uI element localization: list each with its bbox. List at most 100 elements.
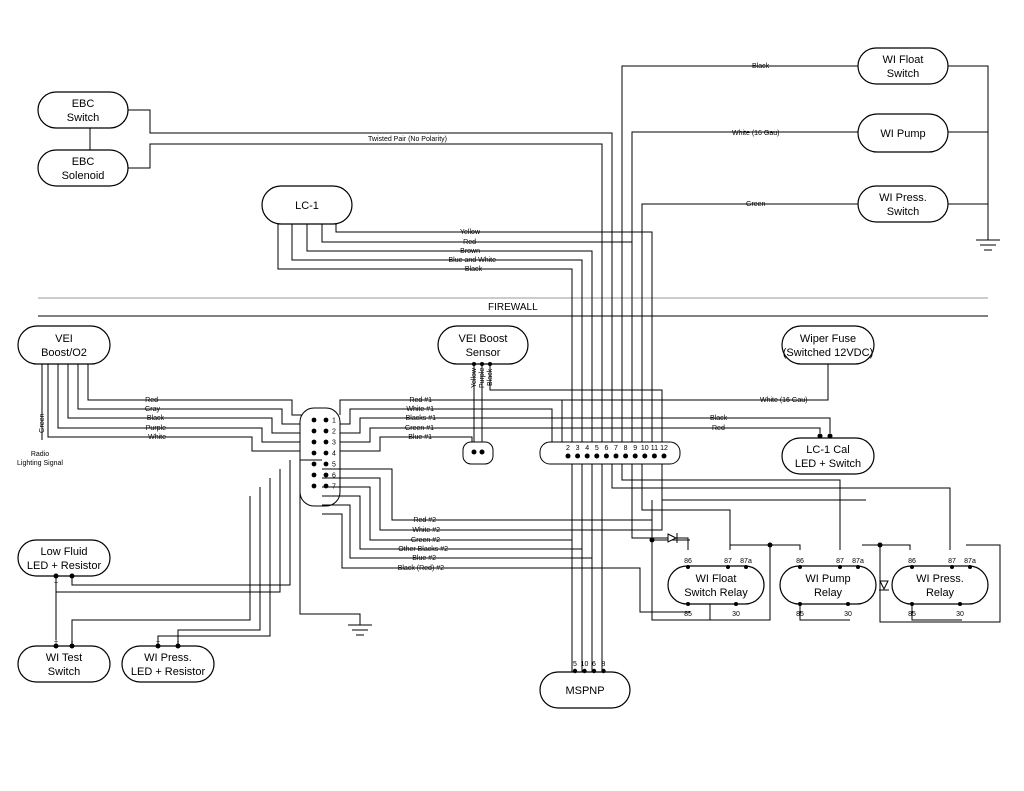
relay-pin-label: 85 — [796, 611, 804, 618]
mspnp-pin-label: 10 — [581, 661, 589, 668]
ebc-solenoid-line-1: EBC — [72, 156, 95, 168]
relay-pin-dot — [798, 602, 802, 606]
mspnp-pin-dot — [591, 668, 597, 674]
wi-press-led[interactable]: WI Press. LED + Resistor — [121, 645, 215, 683]
wire-labels: Black Twisted Pair (No Polarity) White (… — [17, 63, 807, 572]
connector-pin-dot — [613, 453, 619, 459]
relay-pin-label: 87 — [724, 558, 732, 565]
ebc-switch[interactable]: EBC Switch — [37, 91, 129, 129]
wire-label-black-top: Black — [752, 63, 770, 70]
mspnp-pin-label: 6 — [592, 661, 596, 668]
wire-label-brown: Brown — [460, 248, 480, 255]
connector-pin-dot — [603, 453, 609, 459]
wi-pump-relay-line-1: WI Pump — [805, 573, 850, 585]
vei-pin-number: 2 — [332, 429, 336, 436]
relay-pin-dot — [734, 602, 738, 606]
wire-label-black-lc1: Black — [465, 266, 483, 273]
wire-label-green2: Green #2 — [411, 537, 440, 544]
vei-boost-sensor[interactable]: VEI Boost Sensor — [437, 325, 529, 365]
relay-pin-label: 87a — [964, 558, 976, 565]
relay-pin-dot — [950, 565, 954, 569]
wi-test-switch[interactable]: WI Test Switch — [17, 645, 111, 683]
ebc-solenoid-line-2: Solenoid — [62, 170, 105, 182]
wiper-fuse-line-2: (Switched 12VDC) — [783, 347, 873, 359]
wi-press-relay-line-1: WI Press. — [916, 573, 964, 585]
wire-label-vei-black: Black — [147, 415, 165, 422]
wire-label-red: Red — [463, 239, 476, 246]
relay-pin-label: 87 — [836, 558, 844, 565]
wire-label-vei-gray: Gray — [145, 406, 161, 413]
connector-pin-label: 5 — [595, 445, 599, 452]
mspnp-pin-dot — [582, 668, 587, 674]
wire-label-red1: Red #1 — [409, 397, 432, 404]
relay-pin-label: 86 — [684, 558, 692, 565]
ebc-switch-line-1: EBC — [72, 98, 95, 110]
relay-pin-label: 86 — [908, 558, 916, 565]
relay-pin-dot — [838, 565, 842, 569]
wi-test-plus: + — [54, 639, 58, 646]
wi-press-led-line-1: WI Press. — [144, 652, 192, 664]
mspnp-pin-label: 5 — [573, 661, 577, 668]
relay-pin-label: 85 — [908, 611, 916, 618]
vei-pin-dot — [323, 450, 329, 456]
wi-press-switch[interactable]: WI Press. Switch — [857, 185, 949, 223]
wi-press-relay[interactable]: WI Press. Relay — [891, 565, 989, 605]
connector-pin-label: 9 — [633, 445, 637, 452]
connector-pin-dot — [594, 453, 600, 459]
vei-pin-dot — [311, 483, 317, 489]
wi-press-switch-line-1: WI Press. — [879, 192, 927, 204]
vei-boost-o2[interactable]: VEI Boost/O2 — [17, 325, 111, 365]
connector-pin-label: 7 — [614, 445, 618, 452]
wi-float-switch-line-2: Switch — [887, 68, 919, 80]
vei-pin-dot — [311, 417, 317, 423]
connector-pin-label: 11 — [651, 445, 658, 452]
vei-pin-dot — [323, 483, 329, 489]
wire-label-white-16-top: White (16 Gau) — [732, 130, 779, 137]
wire-label-twisted-pair: Twisted Pair (No Polarity) — [368, 136, 447, 143]
wi-pump-relay-line-2: Relay — [814, 587, 843, 599]
relay-pin-label: 30 — [732, 611, 740, 618]
wi-press-led-plus: + — [156, 639, 160, 646]
wi-float-switch-line-1: WI Float — [883, 54, 924, 66]
radio-signal-line-2: Lighting Signal — [17, 460, 63, 467]
relay-pin-dot — [846, 602, 850, 606]
lc1-cal-line-2: LED + Switch — [795, 458, 861, 470]
wi-float-switch[interactable]: WI Float Switch — [857, 47, 949, 85]
connector-pin-label: 10 — [641, 445, 649, 452]
wire-label-white2: White #2 — [412, 527, 440, 534]
connector-pin-dot — [661, 453, 667, 459]
relay-pin-label: 87a — [852, 558, 864, 565]
wire-label-blue1: Blue #1 — [408, 434, 432, 441]
low-fluid-led[interactable]: Low Fluid LED + Resistor — [17, 539, 111, 577]
lc1-controller[interactable]: LC-1 — [261, 185, 353, 225]
vei-boost-sensor-line-2: Sensor — [466, 347, 501, 359]
mspnp-pin-label: 8 — [602, 661, 606, 668]
wire-label-white-16-mid: White (16 Gau) — [760, 397, 807, 404]
vei-pin-dot — [311, 472, 317, 478]
wi-press-relay-line-2: Relay — [926, 587, 955, 599]
relay-pin-dot — [744, 565, 748, 569]
relay-pin-dot — [910, 602, 914, 606]
vei-pin-dot — [323, 417, 329, 423]
lc1-cal-led-switch[interactable]: LC-1 Cal LED + Switch — [781, 437, 875, 475]
wire-label-yellow: Yellow — [460, 229, 481, 236]
wiper-fuse[interactable]: Wiper Fuse (Switched 12VDC) — [781, 325, 875, 365]
wire-label-green-top: Green — [746, 201, 766, 208]
vei-pin-number: 6 — [332, 473, 336, 480]
vei-pin-dot — [323, 472, 329, 478]
connector-pin-dot — [632, 453, 638, 459]
relay-pin-label: 87 — [948, 558, 956, 565]
wire-label-green1: Green #1 — [405, 425, 434, 432]
connector-pin-label: 3 — [576, 445, 580, 452]
relay-pin-dot — [910, 565, 914, 569]
wi-float-switch-relay[interactable]: WI Float Switch Relay — [667, 565, 765, 605]
mspnp-ecu[interactable]: MSPNP — [539, 671, 631, 709]
lc1-cal-line-1: LC-1 Cal — [806, 444, 849, 456]
relay-pin-dot — [798, 565, 802, 569]
low-fluid-line-1: Low Fluid — [40, 546, 87, 558]
wi-pump-relay[interactable]: WI Pump Relay — [779, 565, 877, 605]
relay-pin-dot — [856, 565, 860, 569]
ebc-solenoid[interactable]: EBC Solenoid — [37, 149, 129, 187]
wire-label-sensor-purple: Purple — [479, 368, 486, 388]
wi-pump[interactable]: WI Pump — [857, 113, 949, 153]
